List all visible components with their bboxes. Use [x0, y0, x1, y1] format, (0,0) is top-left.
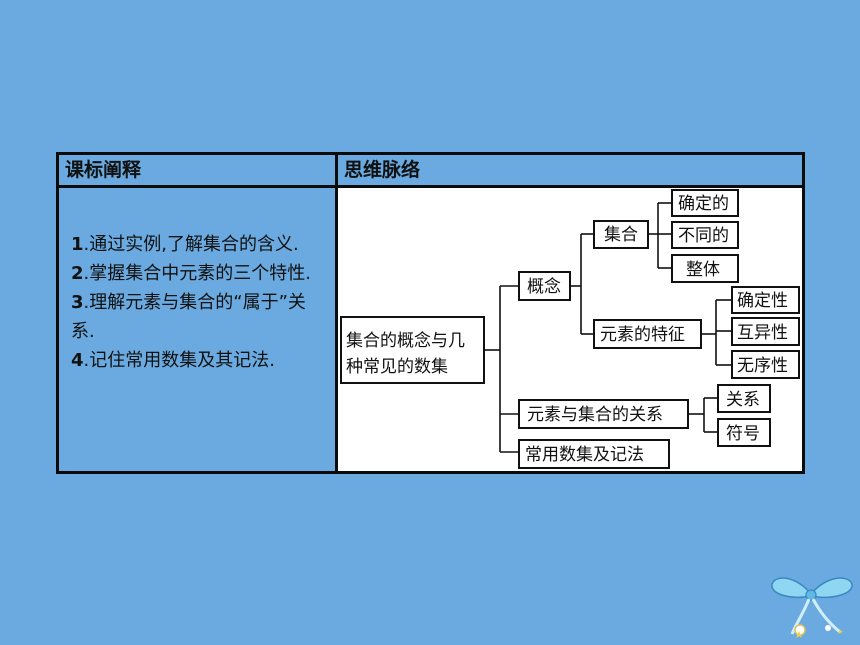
goal-number: 4	[71, 350, 84, 371]
mindmap-root-box	[340, 316, 485, 384]
node-feature-item-box	[731, 286, 800, 314]
goal-number: 3	[71, 292, 84, 313]
mindmap-diagram: 集合的概念与几 种常见的数集 概念 集合 确定的 不同的 整体 元素的特征 确定…	[340, 189, 800, 469]
node-set-box	[593, 220, 649, 249]
node-feature-item: 互异性	[737, 323, 788, 343]
node-set-item: 整体	[686, 260, 720, 280]
node-set-item-box	[671, 221, 739, 249]
goal-number: 1	[71, 234, 84, 255]
header-divider	[59, 185, 802, 188]
goal-item: 2.掌握集合中元素的三个特性.	[71, 259, 329, 288]
node-feature-item: 无序性	[737, 356, 788, 376]
goal-text: .理解元素与集合的“属于”关系.	[71, 292, 306, 342]
node-set: 集合	[604, 225, 638, 245]
node-feature-item-box	[731, 350, 800, 379]
node-element-features-box	[593, 319, 702, 349]
node-set-item-box	[671, 254, 739, 283]
header-curriculum: 课标阐释	[59, 155, 338, 185]
mindmap-root-line2: 种常见的数集	[346, 357, 448, 377]
node-set-item-box	[671, 189, 739, 217]
node-feature-item-box	[731, 317, 800, 346]
goal-number: 2	[71, 263, 84, 284]
curriculum-column: 1.通过实例,了解集合的含义. 2.掌握集合中元素的三个特性. 3.理解元素与集…	[59, 188, 338, 471]
goal-table: 课标阐释 思维脉络 1.通过实例,了解集合的含义. 2.掌握集合中元素的三个特性…	[56, 152, 805, 474]
node-set-item: 确定的	[678, 194, 729, 214]
ribbon-bow-decoration-icon	[771, 577, 853, 638]
node-set-item: 不同的	[678, 226, 729, 246]
goal-text: .掌握集合中元素的三个特性.	[83, 263, 311, 284]
header-mindmap: 思维脉络	[344, 159, 421, 181]
node-relation-item: 关系	[726, 390, 760, 410]
mindmap-column: 集合的概念与几 种常见的数集 概念 集合 确定的 不同的 整体 元素的特征 确定…	[338, 188, 802, 471]
goal-text: .记住常用数集及其记法.	[83, 350, 275, 371]
node-concept: 概念	[527, 276, 561, 297]
goal-list: 1.通过实例,了解集合的含义. 2.掌握集合中元素的三个特性. 3.理解元素与集…	[71, 230, 329, 375]
goal-item: 3.理解元素与集合的“属于”关系.	[71, 288, 329, 346]
goal-item: 1.通过实例,了解集合的含义.	[71, 230, 329, 259]
node-common-sets: 常用数集及记法	[525, 445, 644, 465]
node-relation-item: 符号	[726, 424, 760, 444]
node-relation: 元素与集合的关系	[527, 405, 663, 425]
node-relation-item-box	[717, 418, 771, 447]
node-element-features: 元素的特征	[600, 325, 685, 345]
mindmap-root-line1: 集合的概念与几	[346, 330, 465, 351]
node-feature-item: 确定性	[737, 291, 788, 311]
node-common-sets-box	[518, 439, 670, 469]
node-relation-box	[518, 399, 689, 429]
node-concept-box	[518, 271, 571, 301]
goal-item: 4.记住常用数集及其记法.	[71, 346, 329, 375]
goal-text: .通过实例,了解集合的含义.	[83, 234, 299, 255]
node-relation-item-box	[717, 384, 771, 413]
